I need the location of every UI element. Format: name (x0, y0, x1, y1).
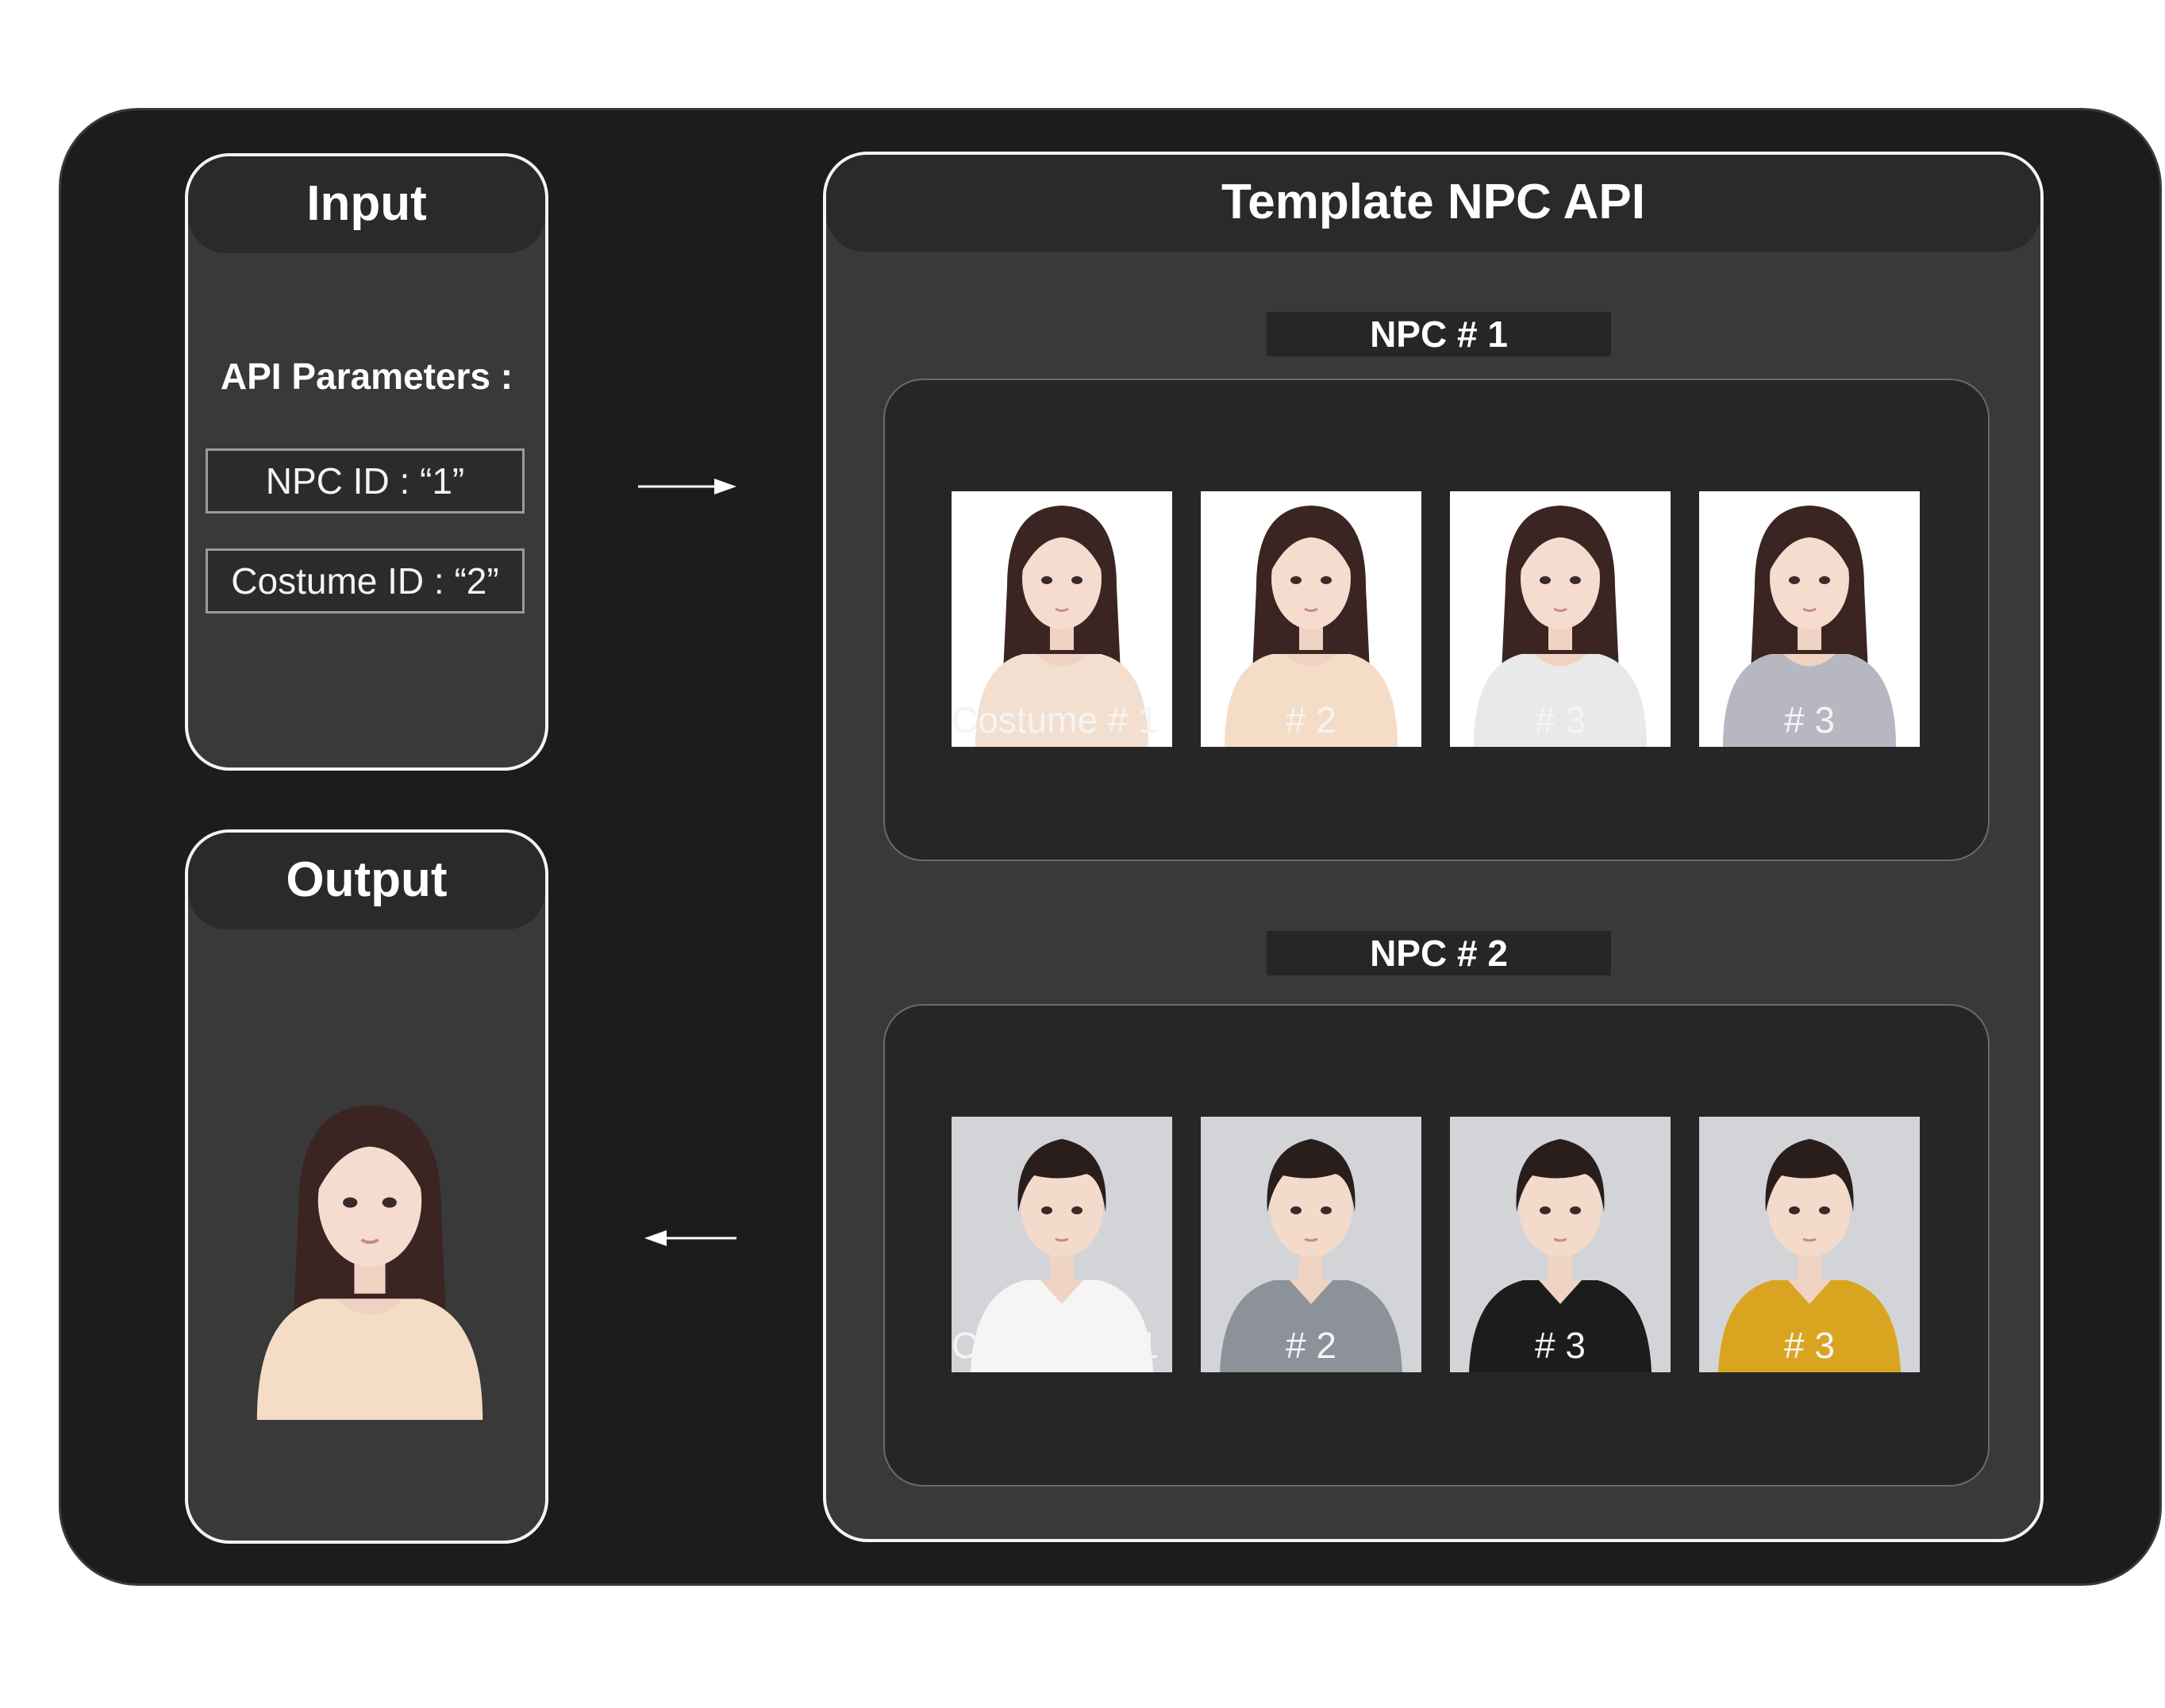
api-panel-title: Template NPC API (826, 155, 2040, 252)
input-panel: Input API Parameters : NPC ID : “1” Cost… (185, 153, 548, 771)
costume-id-param: Costume ID : “2” (206, 548, 525, 614)
template-npc-api-panel: Template NPC API NPC # 1 (823, 152, 2044, 1542)
npc-1-card: Costume # 1 # 2 # 3 # 3 (883, 379, 1990, 861)
npc-1-costume-caption: # 3 (1535, 699, 1586, 741)
npc-2-card: Costume # 1 # 2 # 3 # 3 (883, 1004, 1990, 1487)
npc-2-costume-caption: # 3 (1784, 1325, 1835, 1366)
npc-1-label: NPC # 1 (1267, 312, 1611, 356)
npc-2-costume-thumb (952, 1117, 1172, 1372)
npc-2-costume-thumb (1201, 1117, 1421, 1372)
npc-1-costume-caption: # 3 (1784, 699, 1835, 741)
npc-1-costume-caption: Costume # 1 (952, 699, 1159, 741)
npc-2-label: NPC # 2 (1267, 931, 1611, 975)
npc-id-param: NPC ID : “1” (206, 448, 525, 514)
npc-1-costume-thumb (1450, 491, 1671, 747)
npc-2-costume-caption: # 2 (1286, 1325, 1336, 1366)
npc-2-costume-caption: # 3 (1535, 1325, 1586, 1366)
npc-1-costume-caption: # 2 (1286, 699, 1336, 741)
npc-1-costume-thumb (1699, 491, 1920, 747)
npc-2-costume-caption: Costume # 1 (952, 1325, 1159, 1366)
npc-2-costume-thumb (1450, 1117, 1671, 1372)
output-panel-title: Output (188, 833, 545, 929)
arrow-right-icon (638, 479, 736, 494)
output-character-image (239, 1087, 501, 1420)
npc-2-costume-thumb (1699, 1117, 1920, 1372)
input-panel-title: Input (188, 156, 545, 253)
npc-1-costume-thumb (1201, 491, 1421, 747)
npc-1-costume-thumb (952, 491, 1172, 747)
arrow-left-icon (644, 1230, 736, 1246)
api-parameters-heading: API Parameters : (220, 356, 513, 397)
output-panel: Output (185, 829, 548, 1544)
